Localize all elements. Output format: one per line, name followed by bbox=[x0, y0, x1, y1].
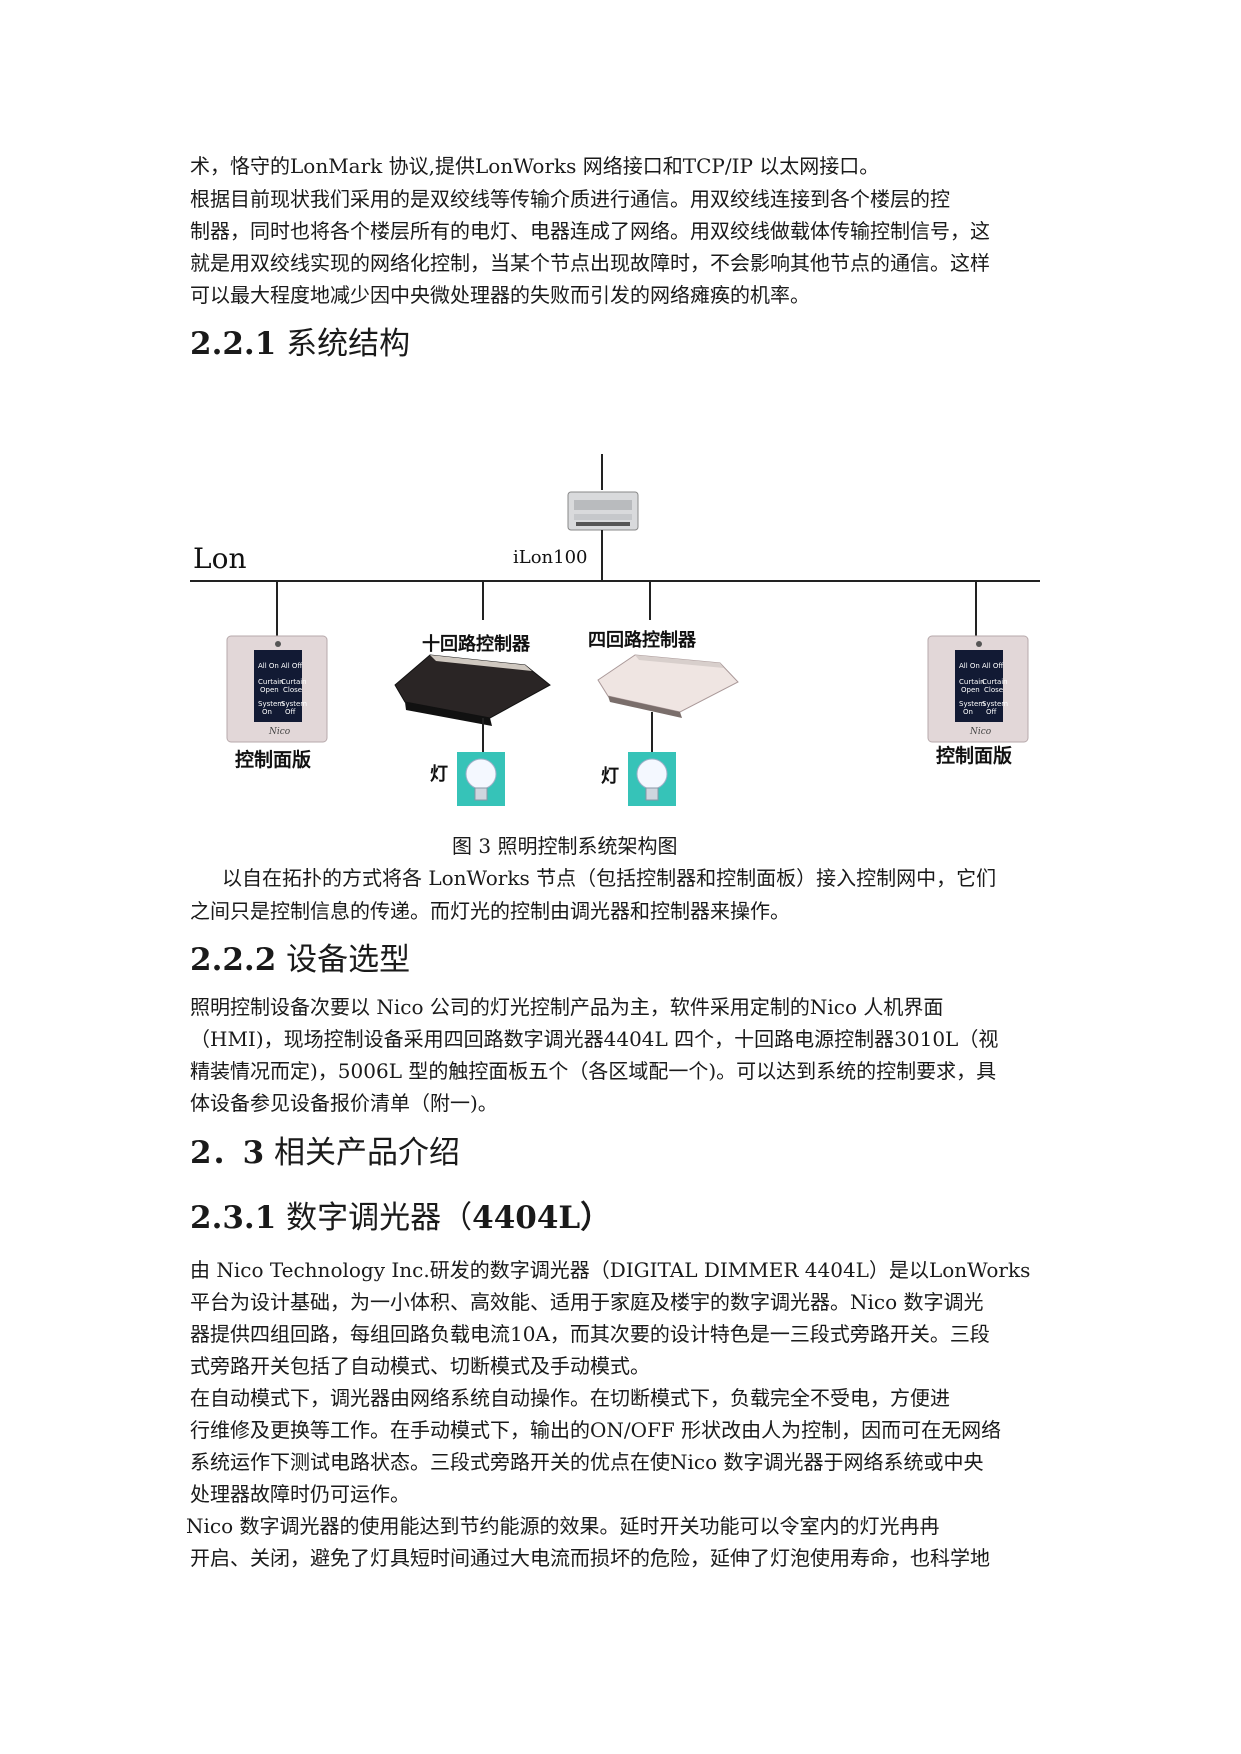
svg-text:System: System bbox=[281, 700, 307, 708]
section-heading-2-2-1: 2.2.1 系统结构 bbox=[190, 324, 410, 364]
lamp-label-right: 灯 bbox=[601, 766, 619, 787]
svg-text:Close: Close bbox=[283, 686, 302, 694]
heading-text: 相关产品介绍 bbox=[274, 1135, 460, 1171]
heading-number: 2.2.1 bbox=[190, 326, 277, 362]
svg-text:Nico: Nico bbox=[268, 727, 291, 737]
heading-number: 2．3 bbox=[190, 1135, 265, 1171]
paragraph-line: 之间只是控制信息的传递。而灯光的控制由调光器和控制器来操作。 bbox=[190, 899, 790, 923]
svg-text:Curtain: Curtain bbox=[982, 678, 1008, 686]
gateway-label: iLon100 bbox=[513, 547, 588, 568]
lamp-icon-left bbox=[457, 752, 505, 806]
lamp-label-left: 灯 bbox=[430, 764, 448, 785]
heading-model: 4404L） bbox=[472, 1200, 612, 1236]
control-panel-device-left: All On All Off Curtain Curtain Open Clos… bbox=[226, 635, 328, 743]
paragraph-line: 术，恪守的LonMark 协议,提供LonWorks 网络接口和TCP/IP 以… bbox=[190, 154, 880, 178]
control-panel-device-right: All On All Off Curtain Curtain Open Clos… bbox=[927, 635, 1029, 743]
paragraph-line: 处理器故障时仍可运作。 bbox=[190, 1482, 410, 1506]
svg-text:Close: Close bbox=[984, 686, 1003, 694]
paragraph-line: 可以最大程度地减少因中央微处理器的失败而引发的网络瘫痪的机率。 bbox=[190, 283, 810, 307]
paragraph-line: 照明控制设备次要以 Nico 公司的灯光控制产品为主，软件采用定制的Nico 人… bbox=[190, 995, 944, 1019]
svg-text:On: On bbox=[963, 708, 973, 716]
svg-text:Curtain: Curtain bbox=[281, 678, 307, 686]
paragraph-line: 平台为设计基础，为一小体积、高效能、适用于家庭及楼宇的数字调光器。Nico 数字… bbox=[190, 1290, 984, 1314]
heading-text: 数字调光器（ bbox=[286, 1200, 473, 1236]
section-heading-2-2-2: 2.2.2 设备选型 bbox=[190, 940, 410, 980]
svg-text:Open: Open bbox=[961, 686, 980, 694]
paragraph-line: 制器，同时也将各个楼层所有的电灯、电器连成了网络。用双绞线做载体传输控制信号，这 bbox=[190, 219, 990, 243]
svg-text:All On: All On bbox=[959, 662, 980, 670]
paragraph-line: （HMI)，现场控制设备采用四回路数字调光器4404L 四个，十回路电源控制器3… bbox=[190, 1027, 999, 1051]
svg-text:All Off: All Off bbox=[281, 662, 302, 670]
heading-text: 系统结构 bbox=[286, 326, 411, 362]
svg-text:System: System bbox=[982, 700, 1008, 708]
figure-caption: 图 3 照明控制系统架构图 bbox=[452, 834, 678, 858]
svg-text:On: On bbox=[262, 708, 272, 716]
lamp-icon-right bbox=[628, 752, 676, 806]
heading-text: 设备选型 bbox=[286, 942, 411, 978]
svg-text:Curtain: Curtain bbox=[959, 678, 985, 686]
svg-text:Nico: Nico bbox=[969, 727, 992, 737]
control-panel-label-right: 控制面版 bbox=[936, 744, 1012, 767]
section-heading-2-3-1: 2.3.1 数字调光器（4404L） bbox=[190, 1198, 611, 1238]
svg-text:All Off: All Off bbox=[982, 662, 1003, 670]
heading-number: 2.3.1 bbox=[190, 1200, 277, 1236]
lighting-control-architecture-diagram: iLon100 Lon All On All Off Curtain Curta… bbox=[190, 454, 1040, 806]
paragraph-line: 行维修及更换等工作。在手动模式下，输出的ON/OFF 形状改由人为控制，因而可在… bbox=[190, 1418, 1002, 1442]
paragraph-line: 系统运作下测试电路状态。三段式旁路开关的优点在使Nico 数字调光器于网络系统或… bbox=[190, 1450, 984, 1474]
svg-text:System: System bbox=[959, 700, 985, 708]
svg-text:System: System bbox=[258, 700, 284, 708]
paragraph-line: 以自在拓扑的方式将各 LonWorks 节点（包括控制器和控制面板）接入控制网中… bbox=[222, 866, 997, 890]
control-panel-label-left: 控制面版 bbox=[235, 748, 311, 771]
paragraph-line: 精装情况而定)，5006L 型的触控面板五个（各区域配一个)。可以达到系统的控制… bbox=[190, 1059, 997, 1083]
ten-circuit-controller-device bbox=[394, 654, 551, 726]
ilon100-gateway-device bbox=[567, 491, 639, 531]
four-circuit-controller-device bbox=[597, 654, 739, 718]
four-circuit-controller-label: 四回路控制器 bbox=[588, 629, 697, 651]
paragraph-line: 由 Nico Technology Inc.研发的数字调光器（DIGITAL D… bbox=[190, 1258, 1031, 1282]
svg-text:Curtain: Curtain bbox=[258, 678, 284, 686]
paragraph-line: 开启、关闭，避免了灯具短时间通过大电流而损坏的危险，延伸了灯泡使用寿命，也科学地 bbox=[190, 1546, 990, 1570]
ten-circuit-controller-label: 十回路控制器 bbox=[422, 633, 531, 655]
paragraph-line: 就是用双绞线实现的网络化控制，当某个节点出现故障时，不会影响其他节点的通信。这样 bbox=[190, 251, 990, 275]
svg-text:Off: Off bbox=[285, 708, 296, 716]
section-heading-2-3: 2．3 相关产品介绍 bbox=[190, 1133, 460, 1173]
paragraph-line: 根据目前现状我们采用的是双绞线等传输介质进行通信。用双绞线连接到各个楼层的控 bbox=[190, 187, 950, 211]
bus-label: Lon bbox=[193, 542, 246, 575]
svg-text:Off: Off bbox=[986, 708, 997, 716]
svg-text:All On: All On bbox=[258, 662, 279, 670]
svg-text:Open: Open bbox=[260, 686, 279, 694]
paragraph-line: 式旁路开关包括了自动模式、切断模式及手动模式。 bbox=[190, 1354, 650, 1378]
heading-number: 2.2.2 bbox=[190, 942, 277, 978]
paragraph-line: 体设备参见设备报价清单（附一)。 bbox=[190, 1091, 498, 1115]
paragraph-line: 在自动模式下，调光器由网络系统自动操作。在切断模式下，负载完全不受电，方便进 bbox=[190, 1386, 950, 1410]
paragraph-line: Nico 数字调光器的使用能达到节约能源的效果。延时开关功能可以令室内的灯光冉冉 bbox=[186, 1514, 940, 1538]
paragraph-line: 器提供四组回路，每组回路负载电流10A，而其次要的设计特色是一三段式旁路开关。三… bbox=[190, 1322, 990, 1346]
